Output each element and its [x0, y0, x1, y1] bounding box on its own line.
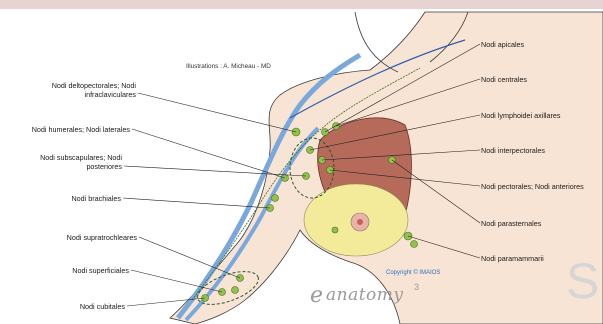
label-nodi-subscapulares-line2: posteriores — [86, 162, 122, 171]
node-brachial-1 — [272, 195, 279, 202]
corner-glyph: S — [566, 256, 599, 306]
copyright-notice: Copyright © IMAIOS — [386, 270, 440, 276]
label-nodi-lymphoidei-axillares: Nodi lymphoidei axillares — [481, 111, 561, 120]
brand-wordmark: anatomy — [326, 285, 404, 305]
label-nodi-humerales: Nodi humerales; Nodi laterales — [32, 125, 130, 134]
label-nodi-pectorales: Nodi pectorales; Nodi anteriores — [481, 182, 584, 191]
label-nodi-paramammarii: Nodi paramammarii — [481, 254, 544, 263]
brand-mark: e — [310, 283, 323, 308]
label-nodi-centrales: Nodi centrales — [481, 75, 527, 84]
brand-superscript: 3 — [414, 282, 419, 292]
label-nodi-brachiales: Nodi brachiales — [71, 194, 121, 203]
node-paramammary-2 — [411, 241, 418, 248]
node-superficial-1 — [232, 287, 239, 294]
node-breast — [332, 227, 338, 233]
label-nodi-superficiales: Nodi superficiales — [72, 266, 129, 275]
label-nodi-cubitales: Nodi cubitales — [80, 302, 125, 311]
label-nodi-apicales: Nodi apicales — [481, 40, 524, 49]
label-nodi-deltopectorales-line2: infraclaviculares — [84, 90, 136, 99]
label-nodi-supratrochleares: Nodi supratrochleares — [67, 233, 137, 242]
illustration-credit: Illustrations : A. Micheau - MD — [186, 63, 271, 70]
label-nodi-deltopectorales-line1: Nodi deltopectorales; Nodi — [52, 81, 136, 90]
label-nodi-interpectorales: Nodi interpectorales — [481, 146, 545, 155]
label-nodi-parasternales: Nodi parasternales — [481, 219, 541, 228]
label-nodi-subscapulares-line1: Nodi subscapulares; Nodi — [40, 153, 122, 162]
nipple — [357, 219, 363, 225]
